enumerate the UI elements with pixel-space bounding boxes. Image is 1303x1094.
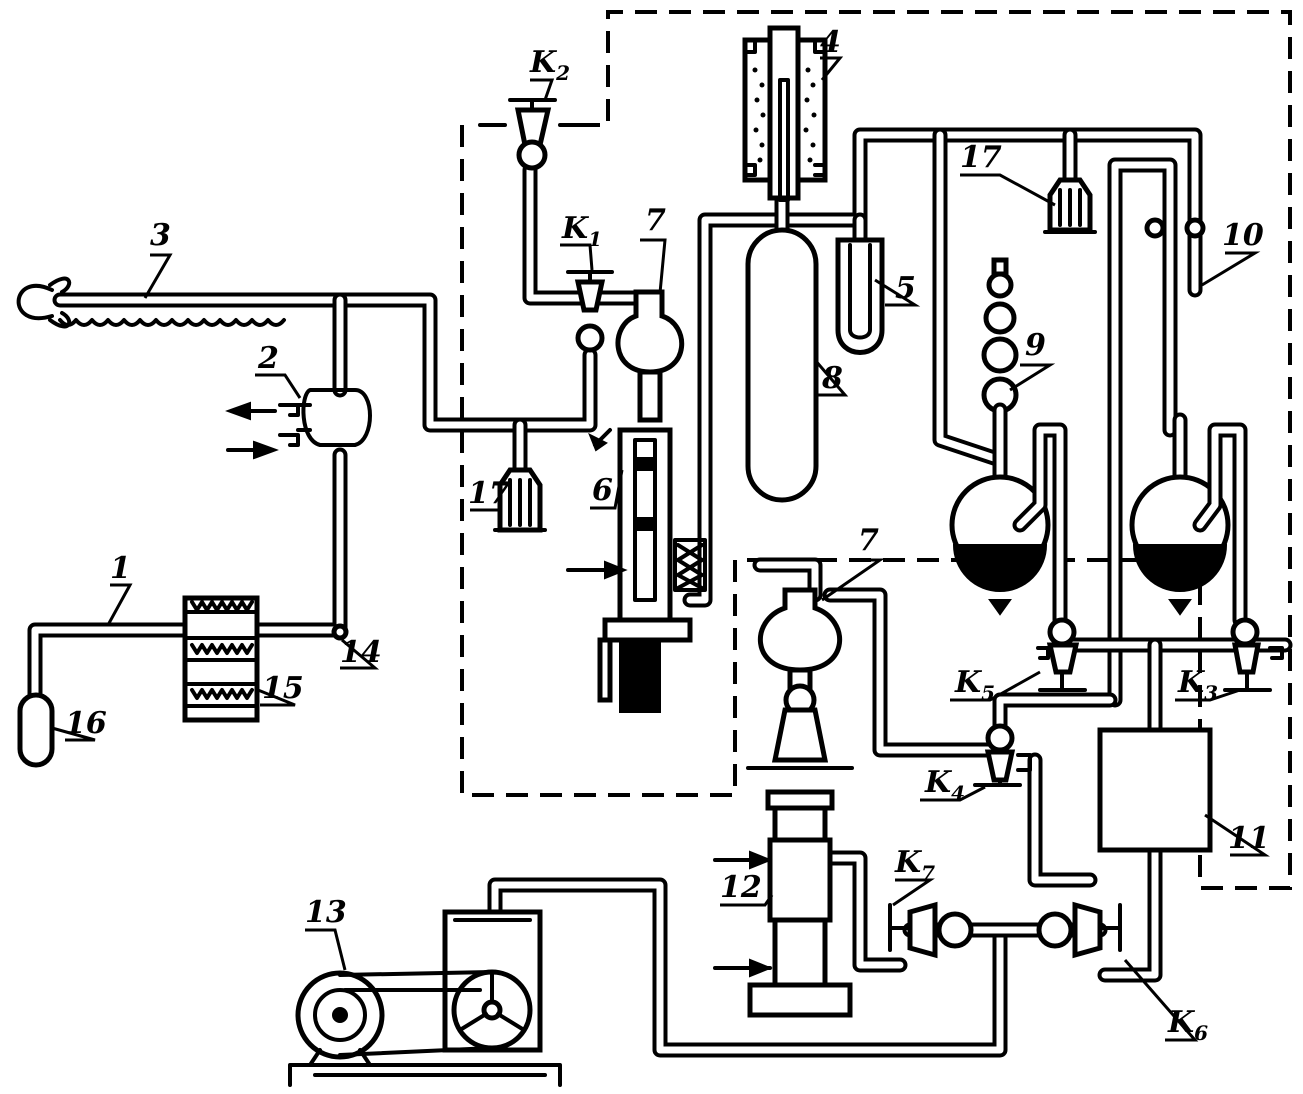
label-17-right: 17 [960, 140, 1002, 175]
valve-k3 [1223, 617, 1284, 692]
label-9: 9 [1025, 328, 1046, 363]
leader-lines [51, 56, 1270, 1042]
valve-k2 [478, 98, 587, 171]
component-7-flask-top [615, 289, 685, 423]
component-5-u-trap [835, 237, 885, 355]
junction-14 [331, 623, 349, 641]
label-k6: K6 [1167, 1005, 1208, 1045]
component-10-column [1129, 217, 1248, 628]
label-6: 6 [592, 473, 613, 508]
label-k4: K4 [924, 765, 965, 805]
label-14: 14 [340, 635, 382, 670]
valve-labels: K2 K1 K5 K3 K4 K7 K6 [529, 45, 1218, 1045]
label-5: 5 [895, 271, 916, 306]
label-4: 4 [820, 25, 841, 60]
label-k2: K2 [529, 45, 570, 85]
label-15: 15 [262, 671, 304, 706]
label-1: 1 [110, 551, 131, 586]
valve-k5 [1036, 617, 1087, 692]
valve-k6 [1036, 901, 1122, 959]
component-6-column [566, 427, 707, 713]
label-3: 3 [150, 218, 171, 253]
label-12: 12 [720, 870, 762, 905]
label-17-left: 17 [468, 476, 510, 511]
label-8: 8 [821, 361, 843, 396]
component-17-left-trap [493, 467, 547, 533]
valve-k1 [566, 270, 614, 353]
component-labels: 3 2 1 4 5 6 7 7 8 9 10 11 12 13 14 15 16… [65, 25, 1270, 930]
label-7-top: 7 [645, 203, 666, 238]
label-10: 10 [1222, 218, 1264, 253]
component-12-diffusion-pump [713, 789, 853, 1018]
component-9-bulbs [949, 257, 1068, 628]
label-7-lower: 7 [858, 523, 879, 558]
component-3-heater-tube [16, 276, 286, 329]
label-13: 13 [305, 895, 347, 930]
component-8-vessel [745, 227, 819, 503]
label-11: 11 [1228, 821, 1270, 856]
component-16-ampoule [17, 692, 55, 768]
label-k5: K5 [954, 665, 995, 705]
label-k3: K3 [1177, 665, 1218, 705]
component-4-trap [742, 25, 828, 202]
label-2: 2 [257, 341, 279, 376]
component-4-packing [752, 67, 817, 163]
valve-k7 [888, 901, 974, 959]
dashed-boundary [460, 10, 1292, 890]
component-7-flask-lower [746, 587, 854, 770]
component-17-right-trap [1043, 177, 1097, 234]
component-11-reservoir [1097, 727, 1213, 853]
label-k7: K7 [894, 845, 935, 885]
label-k1: K1 [561, 211, 602, 251]
label-16: 16 [65, 706, 107, 741]
component-13-rotary-pump [288, 909, 562, 1087]
component-15-furnace [182, 595, 260, 723]
valve-k4 [973, 723, 1032, 787]
component-2-condenser [225, 388, 372, 460]
